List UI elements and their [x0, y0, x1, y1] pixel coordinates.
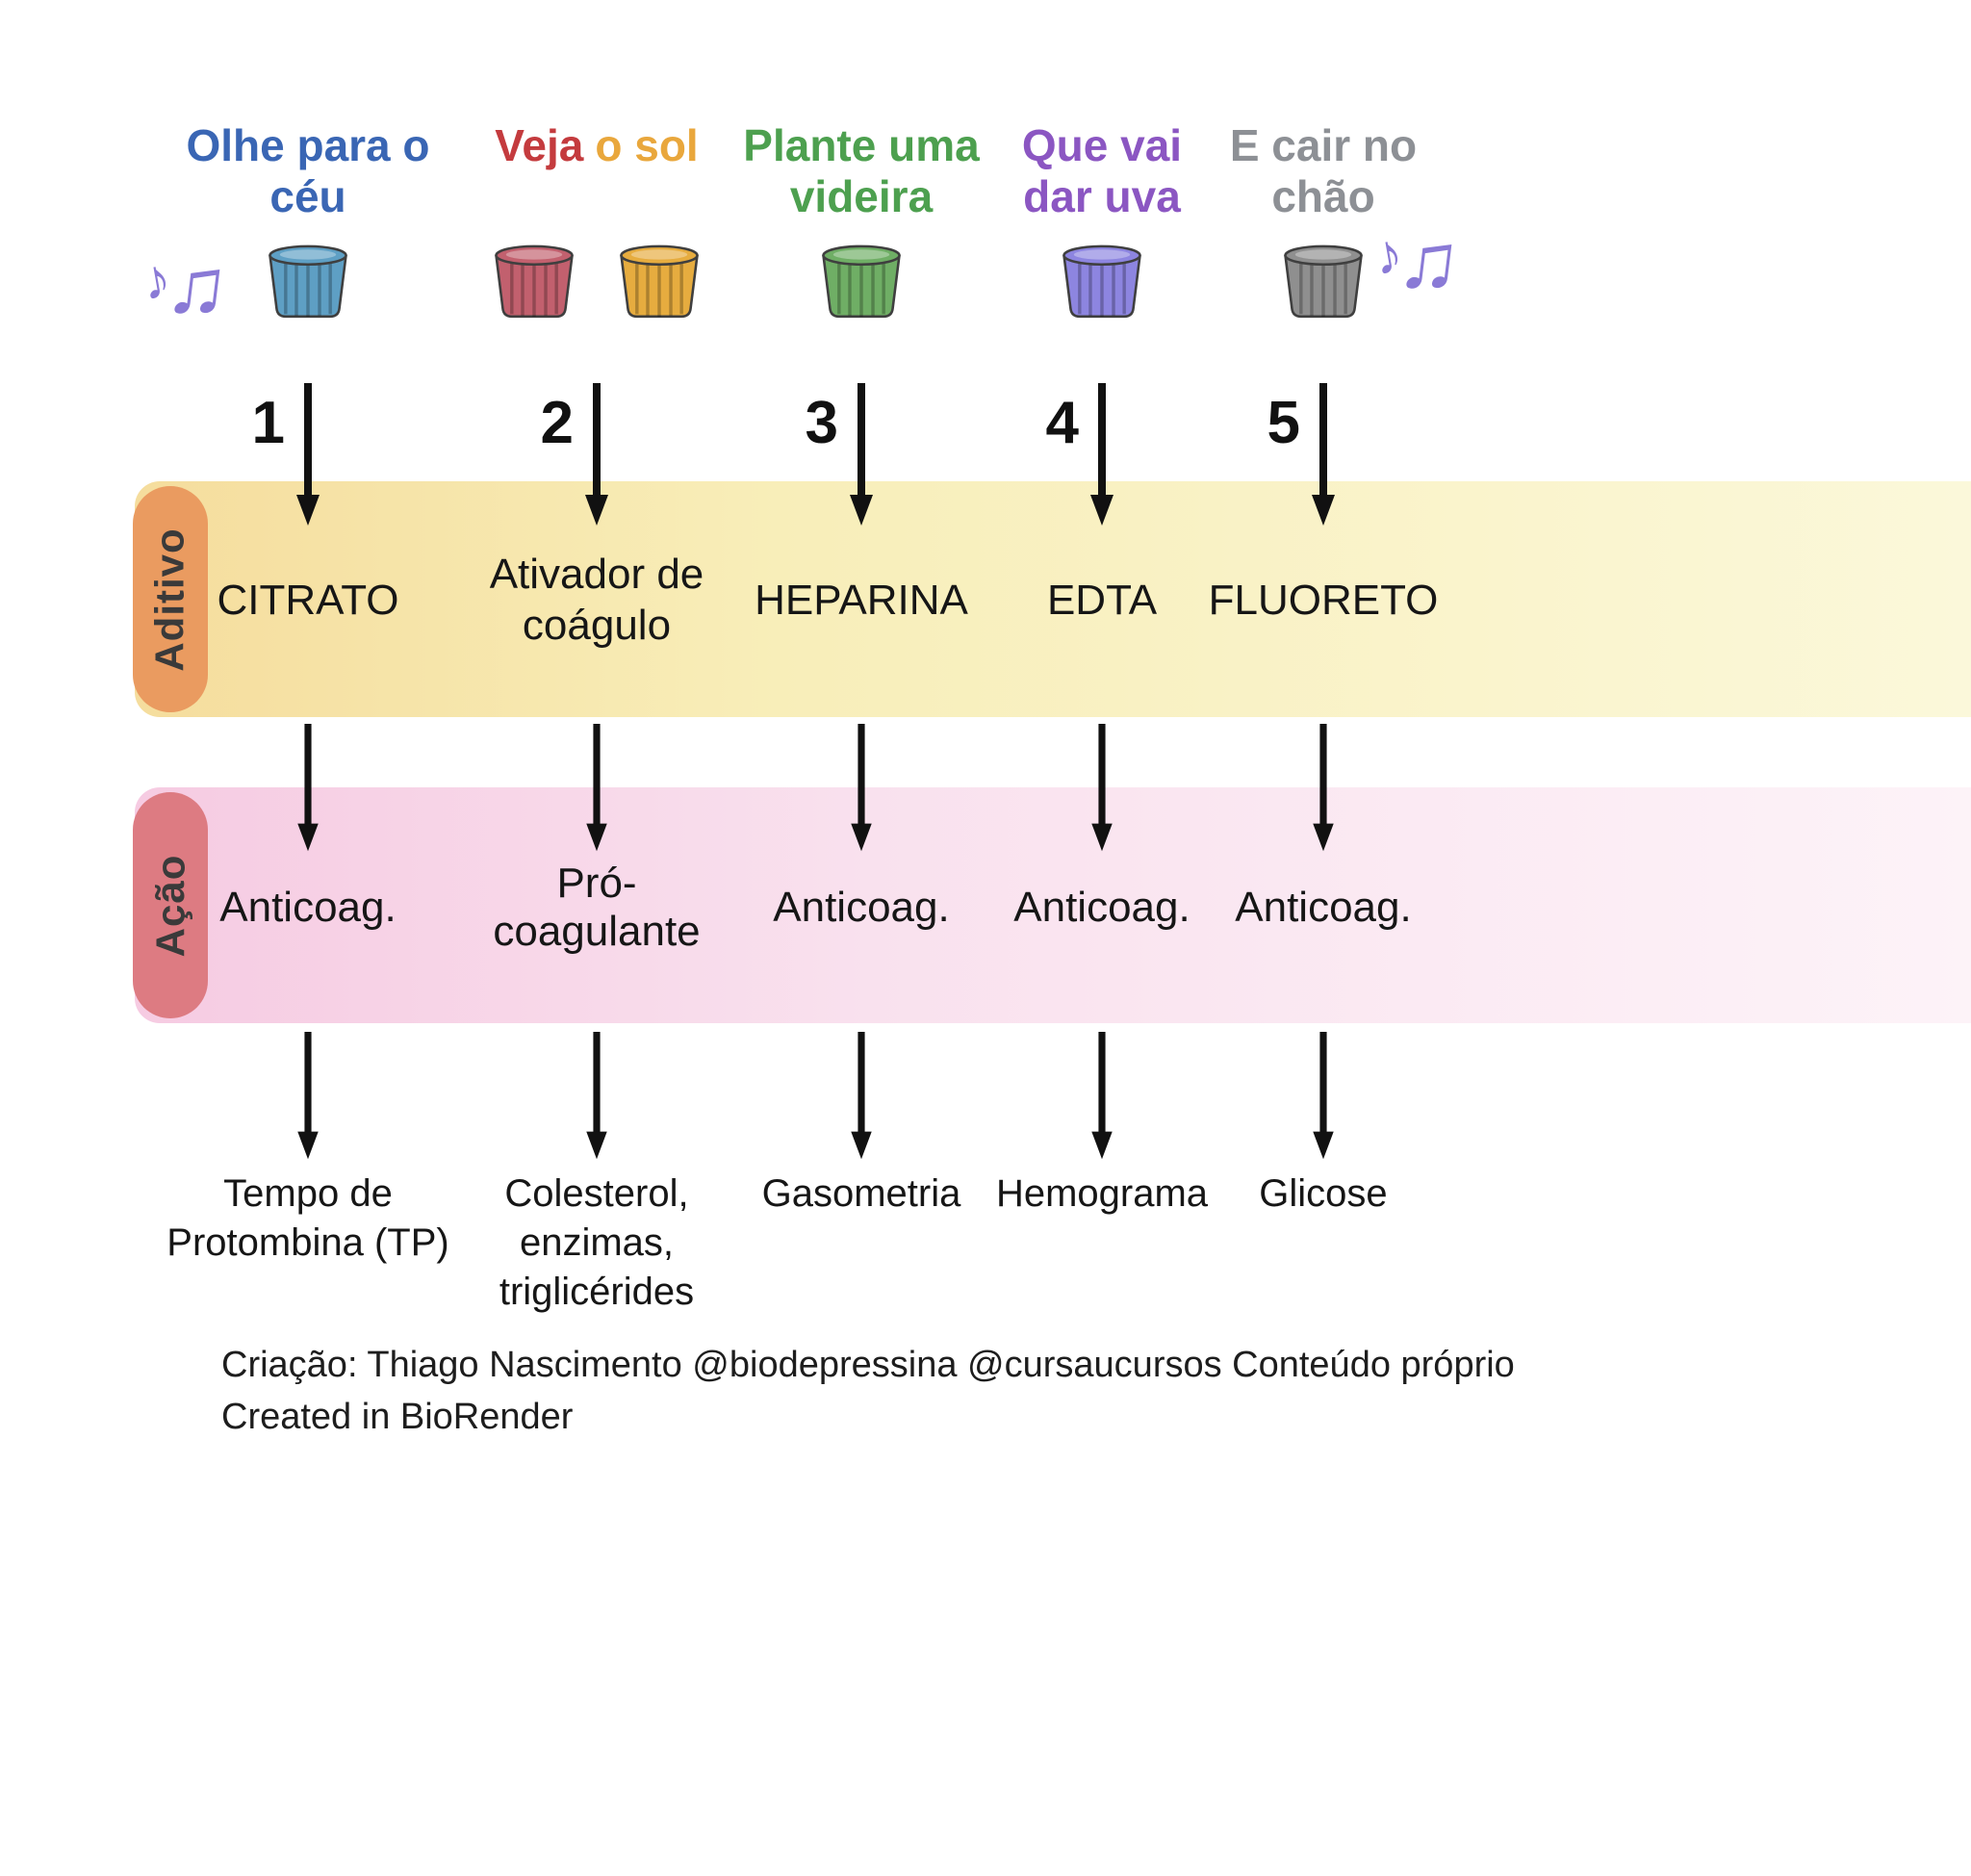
blue-cap-icon	[269, 244, 347, 319]
credits-line-2: Created in BioRender	[221, 1396, 574, 1437]
arrow-cell	[462, 1032, 731, 1161]
additive-labels-row: CITRATO Ativador de coágulo HEPARINA EDT…	[154, 539, 1439, 662]
phrase-part: Veja	[495, 120, 584, 170]
tube-cap-cell-2	[462, 234, 731, 333]
test-label-1: Tempo de Protombina (TP)	[166, 1172, 449, 1265]
arrow-cell	[991, 1032, 1213, 1161]
phrase-part: Olhe para o céu	[186, 120, 430, 222]
tube-cap-cell-1	[154, 234, 462, 333]
step-number: 5	[1267, 390, 1300, 456]
step-number: 4	[1045, 390, 1079, 456]
step-3: 3	[731, 383, 991, 527]
red-cap-icon	[495, 244, 574, 319]
tube-cap-cell-4	[991, 234, 1213, 333]
mnemonic-phrase-1: Olhe para o céu	[154, 120, 462, 223]
tube-cap-cell-3	[731, 234, 991, 333]
arrow-cell	[154, 1032, 462, 1161]
credits: Criação: Thiago Nascimento @biodepressin…	[221, 1340, 1515, 1444]
arrows-to-tests-row	[154, 1032, 1434, 1161]
arrow-cell	[1213, 724, 1434, 853]
step-5: 5	[1213, 383, 1434, 527]
additive-label-3: HEPARINA	[755, 576, 968, 624]
down-arrow-icon	[296, 383, 320, 526]
arrow-cell	[462, 724, 731, 853]
down-arrow-icon	[297, 724, 319, 852]
mnemonic-phrase-4: Que vai dar uva	[991, 120, 1213, 223]
arrow-cell	[731, 724, 991, 853]
down-arrow-icon	[851, 1032, 872, 1160]
action-labels-row: Anticoag. Pró-coagulante Anticoag. Antic…	[154, 852, 1434, 963]
action-label-1: Anticoag.	[219, 883, 397, 931]
tube-caps-row	[154, 234, 1434, 333]
down-arrow-icon	[1312, 383, 1335, 526]
step-number: 3	[805, 390, 838, 456]
down-arrow-icon	[297, 1032, 319, 1160]
action-label-4: Anticoag.	[1013, 883, 1190, 931]
gray-cap-icon	[1284, 244, 1363, 319]
additive-band	[135, 481, 1971, 717]
phrase-part: Que vai dar uva	[1021, 120, 1183, 222]
test-label-4: Hemograma	[995, 1172, 1209, 1215]
phrase-part: Plante uma videira	[743, 120, 980, 222]
arrow-cell	[991, 724, 1213, 853]
test-label-3: Gasometria	[761, 1172, 961, 1215]
step-1: 1	[154, 383, 462, 527]
step-2: 2	[462, 383, 731, 527]
mnemonic-row: Olhe para o céu Veja o sol Plante uma vi…	[154, 120, 1434, 223]
test-label-2: Colesterol, enzimas, triglicérides	[499, 1172, 695, 1314]
down-arrow-icon	[1313, 724, 1334, 852]
action-label-3: Anticoag.	[773, 883, 950, 931]
action-label-5: Anticoag.	[1235, 883, 1412, 931]
purple-cap-icon	[1062, 244, 1141, 319]
mnemonic-phrase-5: E cair no chão	[1213, 120, 1434, 223]
down-arrow-icon	[586, 724, 607, 852]
arrow-cell	[1213, 1032, 1434, 1161]
additive-label-4: EDTA	[1046, 576, 1158, 624]
arrows-to-action-row	[154, 724, 1434, 853]
down-arrow-icon	[1091, 1032, 1113, 1160]
arrow-cell	[731, 1032, 991, 1161]
yellow-cap-icon	[620, 244, 699, 319]
phrase-part: o sol	[595, 120, 699, 170]
credits-line-1: Criação: Thiago Nascimento @biodepressin…	[221, 1345, 1515, 1385]
tests-row: Tempo de Protombina (TP) Colesterol, enz…	[154, 1169, 1434, 1318]
down-arrow-icon	[1090, 383, 1113, 526]
action-band	[135, 787, 1971, 1023]
green-cap-icon	[822, 244, 901, 319]
down-arrow-icon	[851, 724, 872, 852]
tube-cap-cell-5	[1213, 234, 1434, 333]
step-numbers-row: 1 2 3 4 5	[154, 383, 1434, 527]
additive-label-5: FLUORETO	[1208, 576, 1439, 624]
additive-label-1: CITRATO	[217, 576, 399, 624]
step-number: 1	[251, 390, 285, 456]
down-arrow-icon	[1091, 724, 1113, 852]
mnemonic-phrase-2: Veja o sol	[462, 120, 731, 223]
action-label-2: Pró-coagulante	[493, 859, 701, 955]
additive-band-pill: Aditivo	[133, 486, 208, 712]
down-arrow-icon	[586, 1032, 607, 1160]
step-4: 4	[991, 383, 1213, 527]
step-number: 2	[540, 390, 574, 456]
down-arrow-icon	[585, 383, 608, 526]
down-arrow-icon	[1313, 1032, 1334, 1160]
additive-label-2: Ativador de coágulo	[489, 551, 704, 649]
mnemonic-phrase-3: Plante uma videira	[731, 120, 991, 223]
action-band-pill: Ação	[133, 792, 208, 1018]
arrow-cell	[154, 724, 462, 853]
down-arrow-icon	[850, 383, 873, 526]
phrase-part: E cair no chão	[1229, 120, 1418, 222]
test-label-5: Glicose	[1259, 1172, 1388, 1215]
